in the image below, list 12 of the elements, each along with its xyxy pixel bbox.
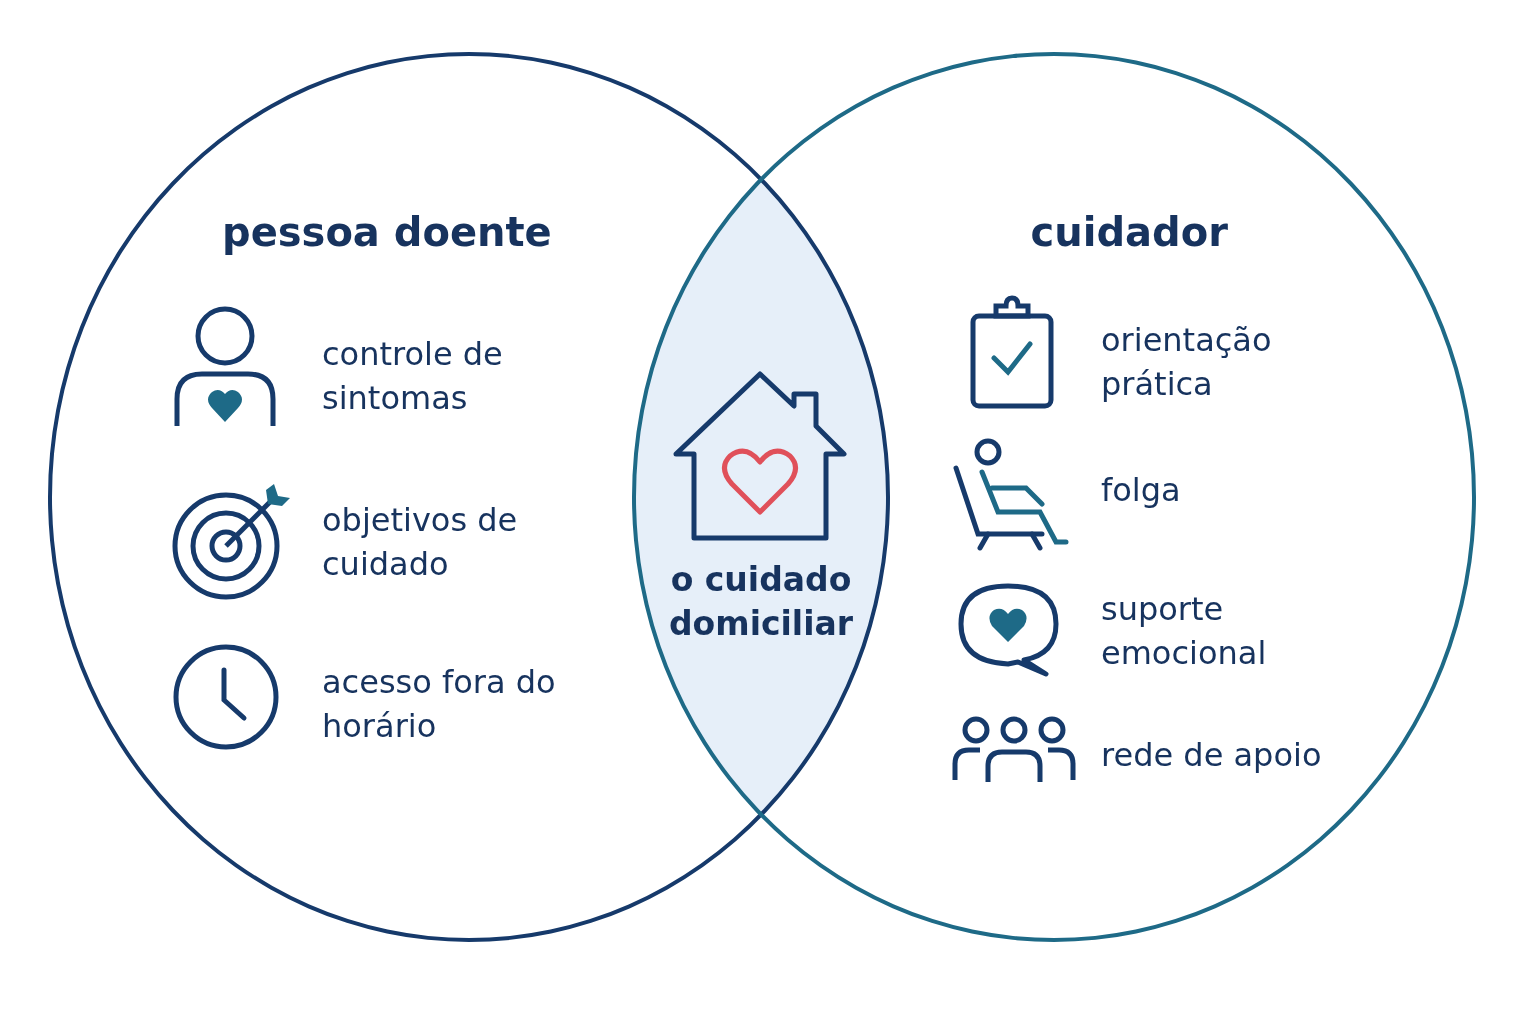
item-label: folga bbox=[1101, 468, 1311, 512]
circle-heading: pessoa doente bbox=[222, 209, 552, 255]
item-label: controle de sintomas bbox=[322, 332, 572, 420]
item-label: objetivos de cuidado bbox=[322, 498, 572, 586]
circle-outline bbox=[632, 52, 1476, 942]
item-label: acesso fora do horário bbox=[322, 660, 582, 748]
item-label: suporte emocional bbox=[1101, 587, 1311, 675]
item-label: rede de apoio bbox=[1101, 733, 1381, 777]
circle-heading: cuidador bbox=[1030, 209, 1228, 255]
overlap-label: o cuidado domiciliar bbox=[668, 559, 854, 645]
circle-outline bbox=[48, 52, 890, 942]
item-label: orientação prática bbox=[1101, 318, 1311, 406]
